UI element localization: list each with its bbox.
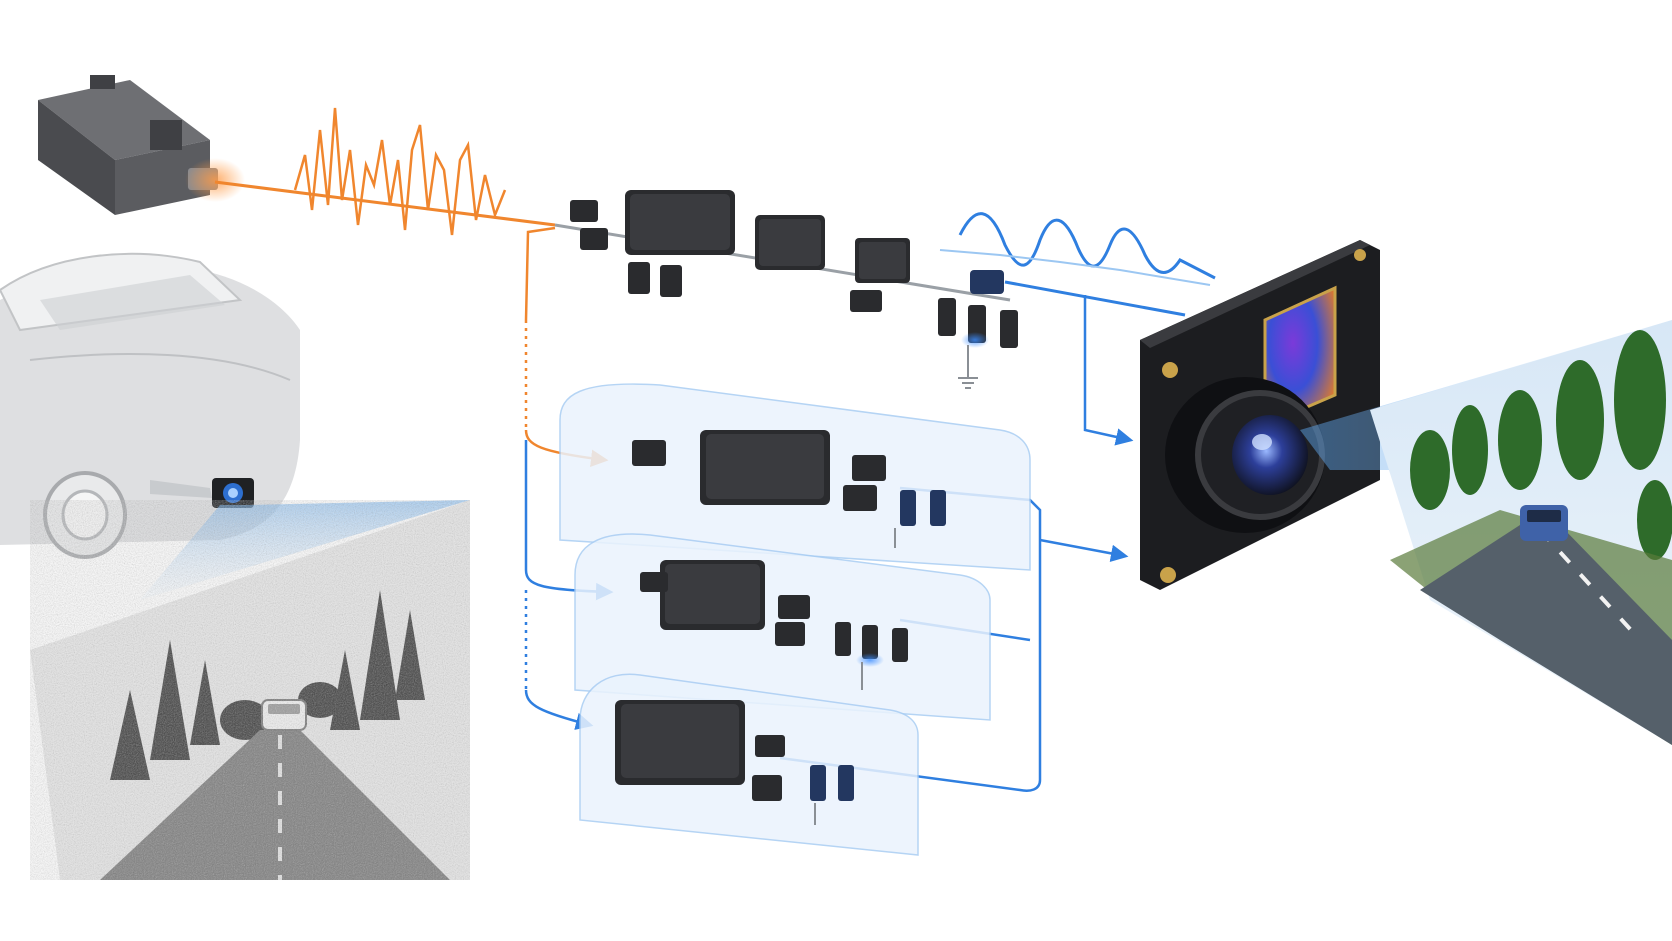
chip-1	[625, 190, 735, 255]
noise-waveform	[293, 107, 507, 236]
branch-panel-3	[579, 673, 919, 856]
vehicle	[0, 252, 300, 559]
ground-symbol-icon	[958, 345, 978, 389]
chip-3	[855, 238, 910, 283]
lens	[1232, 415, 1308, 495]
noise-glow	[185, 158, 245, 202]
branch-routing	[524, 226, 1134, 792]
camera-module-icon	[1140, 240, 1380, 590]
noisy-signal-line	[214, 180, 556, 227]
clean-signal-line	[1004, 280, 1186, 317]
clean-waveform	[958, 212, 1216, 280]
clear-road-scene-icon	[1370, 320, 1672, 745]
main-filter-chain	[554, 190, 1018, 389]
chip-2	[755, 215, 825, 270]
actuator-module-icon	[38, 75, 218, 215]
noisy-road-scene-icon	[30, 500, 470, 880]
branch-panel-1	[559, 383, 1031, 571]
clean-waveform-echo	[939, 249, 1211, 286]
branch-panel-2	[574, 533, 991, 721]
